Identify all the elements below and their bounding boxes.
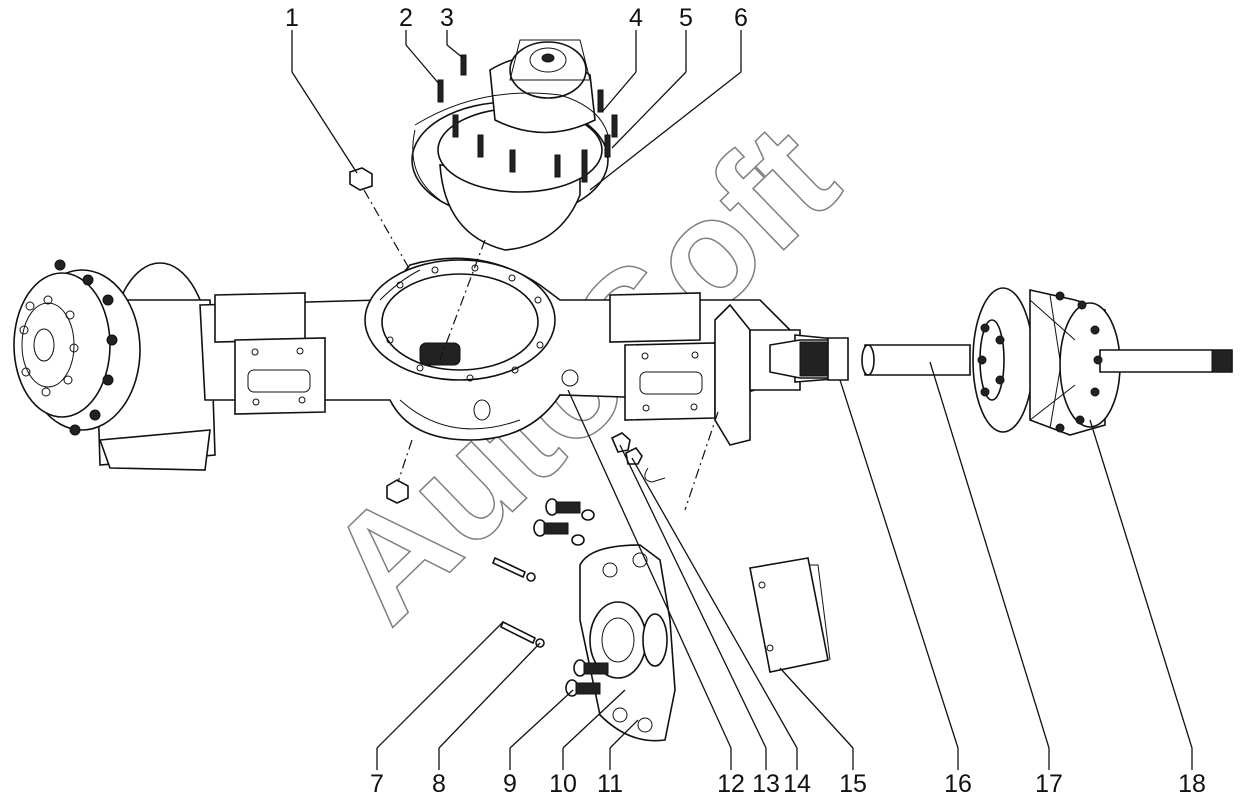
brake-caliper	[565, 544, 676, 742]
callout-1: 1	[285, 4, 299, 32]
differential-carrier	[411, 39, 618, 251]
callout-16: 16	[944, 770, 972, 798]
callout-8: 8	[432, 770, 446, 798]
breather-nut-top	[349, 167, 373, 191]
callout-12: 12	[717, 770, 745, 798]
pins-and-nuts	[491, 556, 545, 648]
callout-5: 5	[679, 4, 693, 32]
axle-housing	[199, 257, 846, 446]
caliper-bolts	[533, 498, 595, 546]
callout-2: 2	[399, 4, 413, 32]
callout-6: 6	[734, 4, 748, 32]
drain-nut-bottom	[386, 479, 409, 504]
brake-pad	[749, 557, 831, 673]
left-wheel-hub	[13, 259, 216, 471]
callout-3: 3	[440, 4, 454, 32]
bleeder-fittings	[610, 432, 666, 483]
callout-10: 10	[549, 770, 577, 798]
callout-7: 7	[370, 770, 384, 798]
callout-11: 11	[597, 770, 623, 798]
callout-9: 9	[503, 770, 517, 798]
callout-4: 4	[629, 4, 643, 32]
callout-labels: 1 2 3 4 5 6 7 8 9 10 11 12 13 14 15 16 1…	[285, 4, 1206, 798]
half-shaft	[769, 337, 849, 381]
leader-lines	[291, 30, 1193, 770]
callout-15: 15	[839, 770, 867, 798]
callout-18: 18	[1178, 770, 1206, 798]
callout-14: 14	[783, 770, 811, 798]
right-brake-disc	[861, 287, 1034, 433]
callout-17: 17	[1035, 770, 1063, 798]
callout-13: 13	[752, 770, 780, 798]
right-wheel-hub	[1029, 289, 1233, 436]
